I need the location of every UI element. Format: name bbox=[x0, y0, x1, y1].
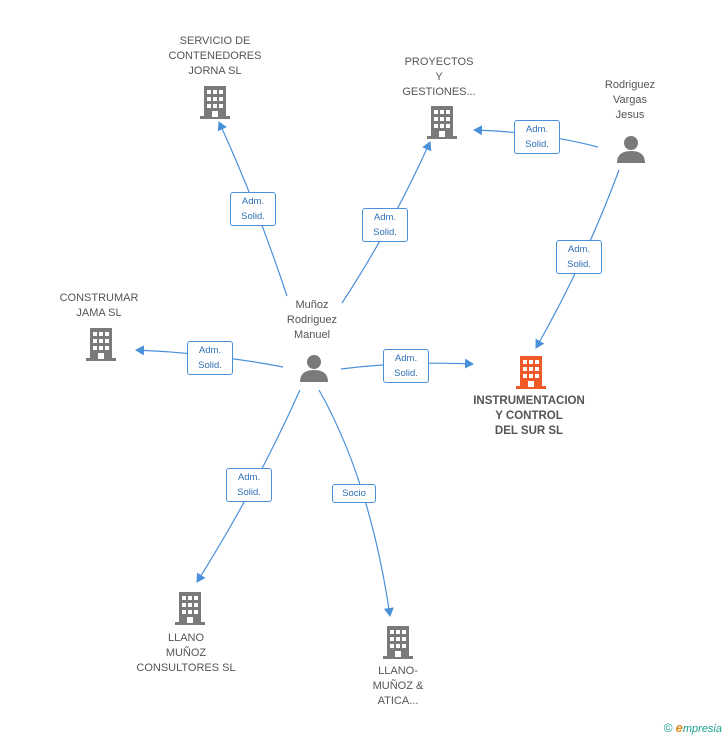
building-icon[interactable] bbox=[198, 84, 232, 120]
building-icon[interactable] bbox=[381, 624, 415, 660]
edge-label-rodriguez-instrumentacion: Adm. Solid. bbox=[556, 240, 602, 274]
person-icon[interactable] bbox=[298, 353, 330, 383]
edge-label-rodriguez-proyectos: Adm. Solid. bbox=[514, 120, 560, 154]
edge-label-munoz-llano-atica: Socio bbox=[332, 484, 376, 503]
building-icon[interactable] bbox=[84, 326, 118, 362]
edge-label-munoz-instrumentacion: Adm. Solid. bbox=[383, 349, 429, 383]
edge-munoz-llano-atica bbox=[318, 389, 394, 617]
brand-watermark: © empresia bbox=[664, 720, 722, 735]
node-label-proyectos: PROYECTOS Y GESTIONES... bbox=[402, 56, 476, 98]
building-icon[interactable] bbox=[425, 104, 459, 140]
building-icon[interactable] bbox=[514, 354, 548, 390]
edge-label-munoz-servicio: Adm. Solid. bbox=[230, 192, 276, 226]
edge-label-munoz-proyectos: Adm. Solid. bbox=[362, 208, 408, 242]
edge-label-munoz-llano-consultores: Adm. Solid. bbox=[226, 468, 272, 502]
building-icon[interactable] bbox=[173, 590, 207, 626]
person-icon[interactable] bbox=[615, 134, 647, 164]
node-label-instrumentacion: INSTRUMENTACION Y CONTROL DEL SUR SL bbox=[473, 395, 585, 437]
node-label-servicio: SERVICIO DE CONTENEDORES JORNA SL bbox=[168, 35, 262, 77]
copyright-icon: © bbox=[663, 720, 673, 735]
node-label-munoz: Muñoz Rodriguez Manuel bbox=[286, 299, 338, 341]
node-label-construmar: CONSTRUMAR JAMA SL bbox=[59, 292, 139, 319]
node-label-rodriguez: Rodriguez Vargas Jesus bbox=[604, 79, 656, 121]
node-label-llano-consultores: LLANO MUÑOZ CONSULTORES SL bbox=[136, 632, 236, 674]
node-label-llano-atica: LLANO- MUÑOZ & ATICA... bbox=[372, 665, 424, 707]
edge-label-munoz-construmar: Adm. Solid. bbox=[187, 341, 233, 375]
brand-logo: empresia bbox=[675, 720, 722, 735]
